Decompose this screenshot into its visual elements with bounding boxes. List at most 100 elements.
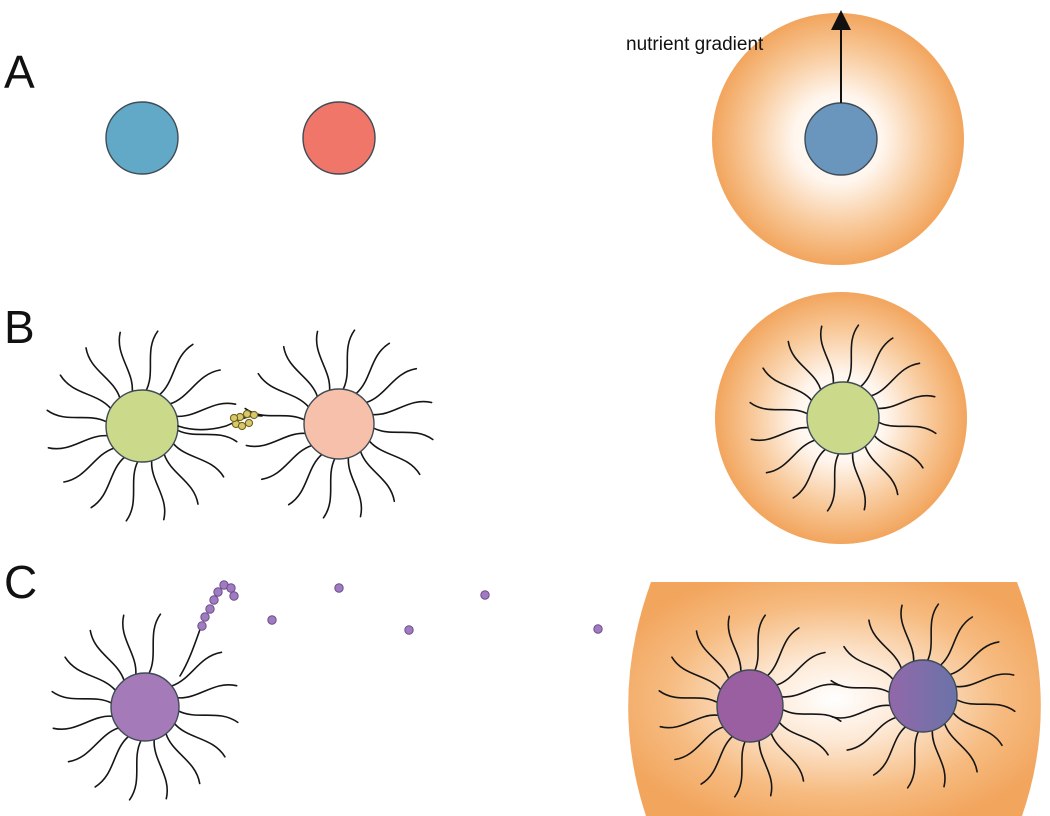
gradient-label: nutrient gradient bbox=[626, 34, 764, 55]
flagellum-icon bbox=[749, 401, 809, 415]
flagellum-icon bbox=[900, 604, 915, 664]
flagella-green-cell bbox=[46, 330, 238, 522]
flagellum-icon bbox=[864, 445, 899, 496]
flagellum-icon bbox=[846, 716, 897, 751]
flagellum-icon bbox=[770, 731, 805, 782]
flagellum-icon bbox=[851, 451, 867, 511]
panel-label-b: B bbox=[4, 301, 35, 353]
flagellum-icon bbox=[125, 460, 139, 522]
attachment-bead bbox=[229, 413, 239, 423]
flagellum-icon bbox=[175, 402, 237, 418]
flagellum-icon bbox=[287, 453, 323, 506]
flagellum-icon bbox=[89, 629, 125, 682]
flagellum-icon bbox=[819, 325, 835, 385]
flagellum-icon bbox=[244, 407, 306, 421]
panel-b bbox=[46, 292, 967, 544]
signal-molecule-icon bbox=[480, 590, 490, 600]
flagellum-icon bbox=[51, 690, 112, 704]
cell-red bbox=[302, 101, 376, 175]
panel-label-c: C bbox=[4, 556, 37, 608]
cell-in-gradient bbox=[804, 102, 878, 176]
signal-molecule-icon bbox=[593, 624, 603, 634]
flagellum-icon bbox=[176, 683, 238, 699]
signal-molecule-icon bbox=[197, 621, 207, 631]
flagellum-icon bbox=[955, 673, 1015, 688]
flagellum-icon bbox=[47, 434, 109, 450]
flagellum-icon bbox=[843, 645, 894, 680]
flagellum-icon bbox=[873, 434, 924, 469]
signal-molecule-icon bbox=[226, 583, 236, 593]
flagellum-icon bbox=[765, 439, 816, 474]
flagellum-icon bbox=[121, 614, 137, 676]
flagellum-icon bbox=[868, 619, 903, 670]
attachment-bead bbox=[242, 409, 252, 419]
flagellum-icon bbox=[659, 714, 719, 729]
flagellum-icon bbox=[778, 721, 829, 756]
flagellum-icon bbox=[322, 457, 336, 519]
flagellum-icon bbox=[90, 456, 126, 509]
flagellum-icon bbox=[792, 448, 827, 499]
attachment-bead bbox=[249, 410, 259, 420]
flagellum-icon bbox=[158, 343, 194, 396]
flagellum-icon bbox=[758, 737, 773, 797]
flagellum-icon bbox=[315, 330, 331, 392]
flagellum-icon bbox=[342, 329, 356, 391]
cell-purple bbox=[110, 672, 180, 742]
flagellum-icon bbox=[949, 641, 1000, 676]
flagellum-icon bbox=[118, 331, 134, 393]
flagellum-icon bbox=[831, 704, 891, 719]
flagellum-icon bbox=[63, 447, 115, 483]
flagellum-icon bbox=[282, 345, 319, 398]
attachment-bead bbox=[244, 418, 254, 428]
flagellum-icon bbox=[700, 734, 735, 785]
signal-molecule-icon bbox=[334, 583, 344, 593]
flagellum-icon bbox=[952, 712, 1003, 747]
flagellum-icon bbox=[939, 616, 974, 667]
flagellum-icon bbox=[128, 740, 142, 801]
flagellum-icon bbox=[674, 726, 725, 761]
flagellum-icon bbox=[153, 738, 169, 800]
flagellum-icon bbox=[257, 372, 310, 408]
flagellum-icon bbox=[178, 710, 239, 724]
flagellum-icon bbox=[859, 337, 894, 388]
signal-chain bbox=[179, 580, 239, 677]
flagellum-icon bbox=[695, 630, 730, 681]
flagellum-icon bbox=[931, 728, 946, 788]
flagellum-icon bbox=[59, 374, 112, 410]
flagellum-icon bbox=[753, 614, 766, 673]
panel-c bbox=[51, 580, 1041, 816]
cell-violet-blue bbox=[888, 659, 958, 733]
flagellum-icon bbox=[347, 456, 363, 518]
flagellum-icon bbox=[172, 442, 225, 478]
signal-molecule-icon bbox=[200, 612, 210, 622]
flagellum-icon bbox=[94, 735, 130, 788]
attachment-bead bbox=[237, 421, 247, 431]
flagellum-icon bbox=[781, 683, 841, 698]
flagella-violet-cell bbox=[830, 603, 1016, 789]
signal-molecule-icon bbox=[229, 591, 239, 601]
flagellum-icon bbox=[85, 347, 121, 399]
flagellum-icon bbox=[906, 729, 920, 789]
flagella-purple-cell bbox=[51, 613, 239, 801]
cell-magenta-purple bbox=[716, 669, 784, 743]
attachment-chain bbox=[177, 409, 263, 431]
signal-molecule-icon bbox=[209, 595, 219, 605]
flagellum-icon bbox=[727, 615, 742, 675]
flagellum-icon bbox=[145, 330, 159, 392]
flagellum-icon bbox=[365, 367, 418, 404]
flagellum-icon bbox=[876, 394, 936, 410]
flagellum-icon bbox=[943, 722, 978, 773]
signal-chain-stalk bbox=[179, 623, 203, 677]
flagellum-icon bbox=[260, 444, 313, 481]
flagella-green-cell-in-gradient bbox=[749, 324, 937, 512]
flagellum-icon bbox=[169, 369, 221, 405]
flagellum-icon bbox=[846, 324, 860, 384]
cell-green bbox=[105, 389, 179, 463]
panel-label-a: A bbox=[4, 46, 35, 98]
signal-molecule-icon bbox=[205, 604, 215, 614]
flagellum-icon bbox=[750, 426, 810, 442]
flagellum-icon bbox=[163, 453, 199, 505]
flagellum-icon bbox=[877, 421, 937, 435]
flagella-peach-cell bbox=[244, 329, 434, 519]
